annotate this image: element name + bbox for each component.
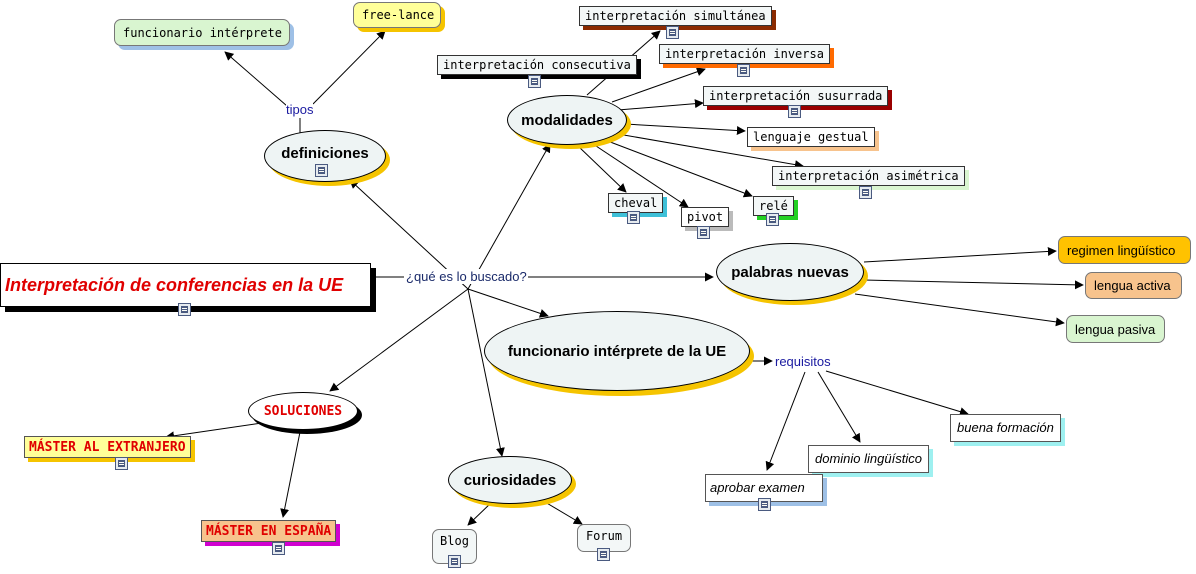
document-icon[interactable] [766, 213, 779, 226]
lengua-pasiva-box[interactable]: lengua pasiva [1066, 315, 1165, 343]
regimen-box[interactable]: regimen lingüístico [1058, 236, 1191, 264]
dominio-box[interactable]: dominio lingüístico [808, 445, 929, 473]
free-lance-box[interactable]: free-lance [353, 2, 441, 28]
soluciones-node[interactable]: SOLUCIONES [248, 392, 358, 430]
forum-label: Forum [585, 529, 623, 543]
consecutiva-label: interpretación consecutiva [443, 58, 631, 72]
simultanea-label: interpretación simultánea [585, 9, 766, 23]
link-req-formacion [825, 370, 969, 416]
curiosidades-node[interactable]: curiosidades [448, 456, 572, 504]
cheval-box[interactable]: cheval [608, 193, 664, 213]
funcionario-interprete-label: funcionario intérprete [123, 25, 282, 40]
document-icon[interactable] [115, 457, 128, 470]
aprobar-examen-box[interactable]: aprobar examen [705, 474, 823, 502]
inversa-box[interactable]: interpretación inversa [659, 44, 830, 64]
document-icon[interactable] [758, 498, 771, 511]
modalidades-node[interactable]: modalidades [507, 95, 627, 145]
gestual-box[interactable]: lenguaje gestual [747, 127, 875, 147]
link-cur-blog [467, 501, 493, 526]
document-icon[interactable] [666, 26, 679, 39]
master-extranjero-label: MÁSTER AL EXTRANJERO [29, 440, 186, 455]
link-mod-susurrada [617, 99, 704, 111]
gestual-label: lenguaje gestual [753, 130, 869, 144]
funcionario-interprete-box[interactable]: funcionario intérprete [114, 19, 290, 46]
requisitos-label: requisitos [775, 354, 831, 369]
document-icon[interactable] [627, 211, 640, 224]
pivot-label: pivot [687, 210, 724, 224]
link-mod-inversa [611, 67, 706, 103]
document-icon[interactable] [697, 226, 710, 239]
link-mod-rele [604, 139, 753, 198]
link-cur-forum [544, 501, 583, 525]
definiciones-label: definiciones [281, 144, 369, 162]
document-icon[interactable] [597, 548, 610, 561]
link-mod-pivot [592, 143, 689, 208]
curiosidades-label: curiosidades [463, 471, 557, 489]
dominio-label: dominio lingüístico [815, 451, 922, 466]
blog-label: Blog [440, 534, 469, 548]
modalidades-label: modalidades [521, 111, 613, 129]
question-label: ¿qué es lo buscado? [406, 269, 527, 284]
link-sol-espana [280, 431, 301, 518]
link-to-soluciones [329, 288, 469, 392]
main-title: Interpretación de conferencias en la UE [5, 274, 344, 295]
pivot-box[interactable]: pivot [681, 207, 730, 227]
susurrada-label: interpretación susurrada [709, 89, 883, 103]
link-req-examen [765, 371, 806, 471]
aprobar-examen-label: aprobar examen [710, 480, 805, 495]
master-espana-box[interactable]: MÁSTER EN ESPAÑA [201, 520, 337, 542]
rele-box[interactable]: relé [753, 196, 794, 216]
funcionario-ue-node[interactable]: funcionario intérprete de la UE [484, 311, 750, 391]
document-icon[interactable] [448, 555, 461, 568]
regimen-label: regimen lingüístico [1067, 242, 1176, 258]
tipos-label: tipos [286, 102, 314, 117]
link-mod-gestual [624, 123, 746, 136]
link-tipos-freelance [312, 30, 386, 105]
lengua-activa-label: lengua activa [1094, 278, 1171, 293]
rele-label: relé [759, 199, 788, 213]
susurrada-box[interactable]: interpretación susurrada [703, 86, 889, 106]
master-espana-label: MÁSTER EN ESPAÑA [206, 524, 332, 539]
soluciones-label: SOLUCIONES [263, 403, 343, 419]
lengua-activa-box[interactable]: lengua activa [1085, 272, 1182, 299]
document-icon[interactable] [178, 303, 191, 316]
funcionario-ue-label: funcionario intérprete de la UE [507, 342, 727, 360]
document-icon[interactable] [315, 164, 328, 177]
simultanea-box[interactable]: interpretación simultánea [579, 6, 772, 26]
link-to-curiosidades [467, 288, 505, 457]
link-tipos-funcionario [224, 51, 288, 107]
link-mod-asimetrica [617, 133, 804, 170]
asimetrica-box[interactable]: interpretación asimétrica [772, 166, 965, 186]
link-to-funcionario [467, 288, 549, 318]
buena-formacion-label: buena formación [957, 420, 1054, 435]
main-title-box[interactable]: Interpretación de conferencias en la UE [0, 263, 371, 307]
free-lance-label: free-lance [362, 8, 435, 22]
link-pal-activa [863, 279, 1084, 290]
asimetrica-label: interpretación asimétrica [778, 169, 959, 183]
document-icon[interactable] [788, 105, 801, 118]
document-icon[interactable] [737, 64, 750, 77]
inversa-label: interpretación inversa [665, 47, 824, 61]
document-icon[interactable] [272, 542, 285, 555]
link-to-modalidades [467, 143, 551, 290]
link-pal-pasiva [854, 293, 1065, 327]
link-req-dominio [817, 371, 861, 443]
consecutiva-box[interactable]: interpretación consecutiva [437, 55, 637, 75]
master-extranjero-box[interactable]: MÁSTER AL EXTRANJERO [24, 436, 191, 458]
cheval-label: cheval [614, 196, 658, 210]
link-sol-extranjero [165, 422, 263, 441]
link-mod-cheval [577, 145, 627, 193]
lengua-pasiva-label: lengua pasiva [1075, 321, 1156, 337]
palabras-nuevas-node[interactable]: palabras nuevas [716, 243, 864, 301]
link-pal-regimen [863, 246, 1057, 263]
forum-box[interactable]: Forum [577, 524, 631, 552]
document-icon[interactable] [528, 75, 541, 88]
document-icon[interactable] [859, 186, 872, 199]
palabras-nuevas-label: palabras nuevas [731, 263, 849, 281]
buena-formacion-box[interactable]: buena formación [950, 414, 1061, 442]
